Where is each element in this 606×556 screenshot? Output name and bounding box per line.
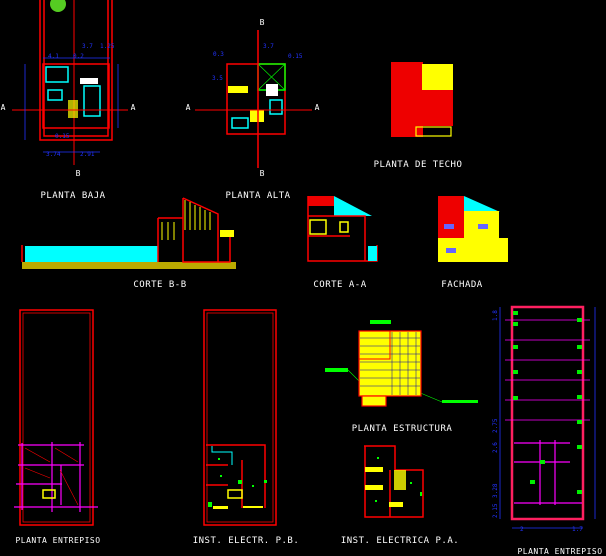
- dimension-label: 2.6: [492, 442, 499, 453]
- corte-bb-title: CORTE B-B: [133, 280, 186, 290]
- dimension-label: 0.15: [288, 53, 303, 60]
- dimension-label: 2.75: [492, 418, 499, 433]
- corte-aa-title: CORTE A-A: [313, 280, 366, 290]
- dimension-label: 3.28: [492, 483, 499, 498]
- planta-techo-title: PLANTA DE TECHO: [374, 160, 463, 170]
- dimension-label: 1.25: [100, 43, 115, 50]
- fachada-title: FACHADA: [441, 280, 483, 290]
- dimension-label: 3.5: [212, 75, 223, 82]
- planta-baja-title: PLANTA BAJA: [40, 191, 105, 201]
- section-mark-b: B: [76, 169, 81, 178]
- corte-aa-section: CORTE A-A: [307, 196, 378, 290]
- dimension-label: 1.8: [492, 310, 499, 321]
- inst-electr-pb-title: INST. ELECTR. P.B.: [193, 536, 300, 546]
- section-mark-a: A: [315, 103, 320, 112]
- inst-electrica-pa-plan: INST. ELECTRICA P.A.: [341, 445, 459, 546]
- dimension-label: 0.3: [213, 51, 224, 58]
- dimension-label: 3.7: [82, 43, 93, 50]
- planta-techo-plan: PLANTA DE TECHO: [374, 62, 463, 170]
- dimension-label: 0.15: [55, 133, 70, 140]
- planta-estructura-plan: PLANTA ESTRUCTURA: [325, 320, 478, 434]
- planta-entrepiso-left-plan: PLANTA ENTREPISO: [14, 309, 100, 545]
- inst-electrica-pa-title: INST. ELECTRICA P.A.: [341, 536, 459, 546]
- fachada-elevation: FACHADA: [438, 196, 508, 290]
- corte-bb-section: CORTE B-B: [21, 197, 236, 290]
- dimension-label: 2.15: [492, 503, 499, 518]
- dimension-label: 1.7: [572, 526, 583, 533]
- dimension-label: 0.2: [73, 53, 84, 60]
- planta-baja-plan: 3.7 1.25 4.1 0.2 3.74 2.91 0.15 A A B PL…: [1, 0, 136, 201]
- dimension-label: 2: [520, 526, 524, 533]
- planta-alta-plan: 3.7 0.3 0.15 3.5 B B A A PLANTA ALTA: [186, 18, 320, 201]
- planta-alta-title: PLANTA ALTA: [225, 191, 290, 201]
- dimension-label: 3.74: [46, 151, 61, 158]
- inst-electr-pb-plan: INST. ELECTR. P.B.: [193, 309, 300, 546]
- dimension-label: 3.7: [263, 43, 274, 50]
- section-mark-a: A: [186, 103, 191, 112]
- planta-entrepiso-right-plan: 1.8 2.75 2.6 3.28 2.15 2 1.7 PLANTA ENTR…: [492, 305, 602, 556]
- section-mark-b: B: [260, 169, 265, 178]
- section-mark-a: A: [1, 103, 6, 112]
- planta-entrepiso-title: PLANTA ENTREPISO: [517, 547, 602, 556]
- planta-estructura-title: PLANTA ESTRUCTURA: [352, 424, 453, 434]
- dimension-label: 4.1: [48, 53, 59, 60]
- section-mark-a: A: [131, 103, 136, 112]
- section-mark-b: B: [260, 18, 265, 27]
- planta-entrepiso-title: PLANTA ENTREPISO: [15, 536, 100, 545]
- tree-icon: [50, 0, 66, 12]
- dimension-label: 2.91: [80, 151, 95, 158]
